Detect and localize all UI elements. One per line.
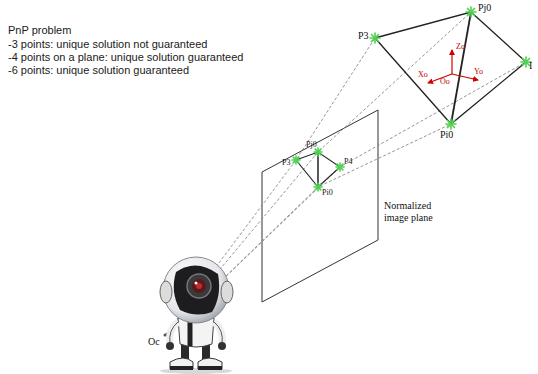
point-label: Oc bbox=[148, 336, 160, 348]
point-label: I bbox=[529, 60, 532, 72]
star-stroke bbox=[447, 120, 454, 127]
axis-label: Yo bbox=[474, 67, 483, 76]
star-stroke bbox=[315, 184, 321, 190]
point-label: Pj0 bbox=[306, 140, 317, 149]
point-label: P3 bbox=[358, 30, 369, 42]
star-stroke bbox=[315, 149, 321, 155]
plane-label: Normalized image plane bbox=[384, 200, 456, 223]
note-text: -6 points: unique solution guaranteed bbox=[8, 64, 189, 77]
note-text: -3 points: unique solution not guarantee… bbox=[8, 38, 207, 51]
point-label: Pi0 bbox=[440, 129, 453, 141]
point-label: Pj0 bbox=[478, 2, 491, 14]
point-markers bbox=[292, 7, 531, 191]
note-text: -4 points on a plane: unique solution gu… bbox=[8, 51, 243, 64]
point-label: P4 bbox=[344, 157, 352, 166]
star-stroke bbox=[337, 164, 343, 170]
axis-label: Zo bbox=[456, 42, 465, 51]
star-stroke bbox=[293, 157, 299, 163]
star-stroke bbox=[371, 34, 378, 41]
object-quad bbox=[375, 12, 526, 124]
point-label: P3 bbox=[282, 158, 290, 167]
robot-figure bbox=[160, 257, 233, 374]
image-quad bbox=[296, 152, 340, 187]
star-stroke bbox=[522, 58, 529, 65]
point-label: Pi0 bbox=[322, 188, 333, 197]
axis-label: Xo bbox=[418, 70, 428, 79]
camera-center bbox=[164, 334, 167, 337]
star-stroke bbox=[467, 8, 474, 15]
object-axes bbox=[428, 50, 478, 83]
heading-text: PnP problem bbox=[8, 24, 71, 37]
image-plane bbox=[262, 110, 378, 302]
axis-label: Oo bbox=[440, 77, 450, 86]
